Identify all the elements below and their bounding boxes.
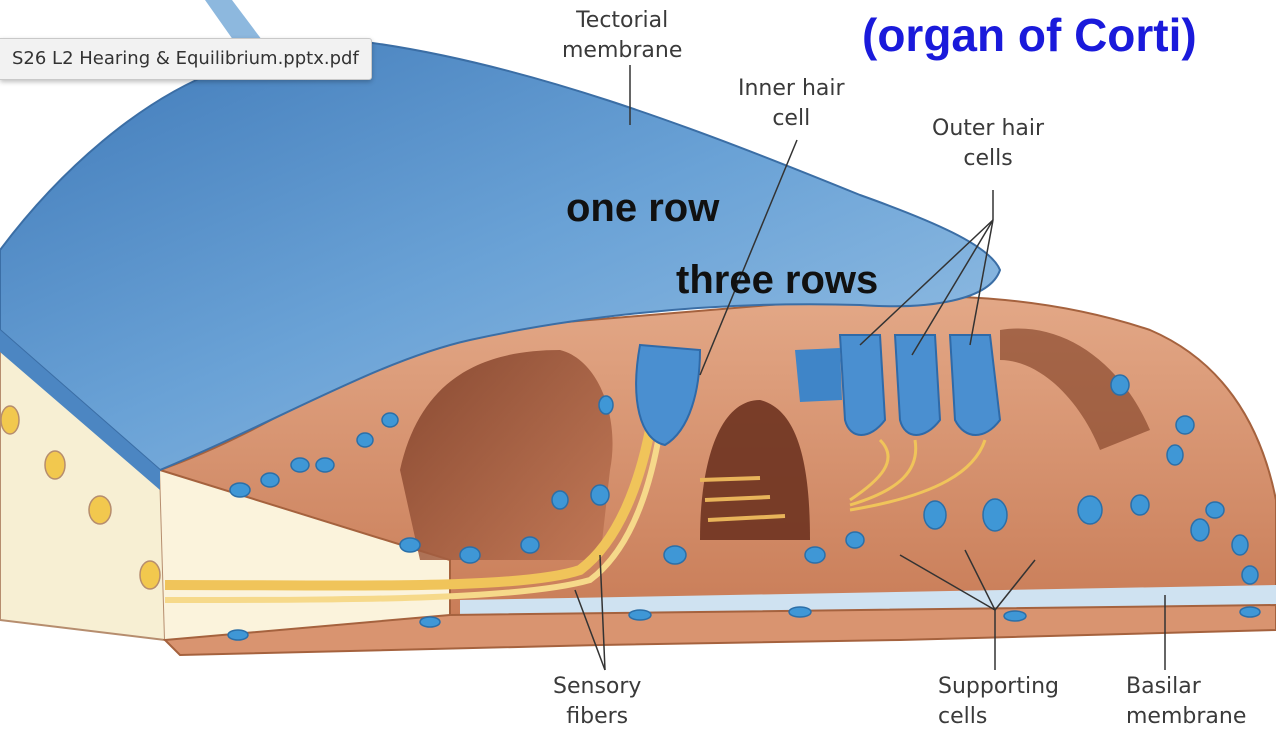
sensory-fiber-bundle [164, 429, 655, 591]
label-line: Sensory [553, 674, 642, 699]
outer-hair-cell-1 [838, 334, 887, 436]
outer-hair-cell-2 [893, 334, 942, 436]
label-line: membrane [562, 38, 683, 63]
label-line: Supporting [938, 674, 1059, 699]
outer-cavity [1000, 328, 1150, 450]
tunnel-fiber [699, 476, 761, 482]
page-heading: (organ of Corti) [862, 9, 1197, 61]
nuclei [227, 374, 1261, 641]
tunnel-fiber [707, 514, 786, 522]
leader-lines [574, 65, 1166, 671]
label-line: fibers [566, 704, 629, 729]
label-line: cells [963, 146, 1013, 171]
sensory-fiber-bundle-2 [164, 429, 663, 603]
outer-hair-cells-label: Outer hair cells [932, 114, 1044, 174]
tunnel-cavity [700, 400, 810, 540]
sensory-fibers-label: Sensory fibers [553, 672, 641, 732]
label-line: Inner hair [738, 76, 845, 101]
inner-hair-cell [635, 343, 702, 447]
bottom-layer [162, 603, 1276, 657]
bone-pores [0, 405, 161, 590]
tectorial-edge [0, 330, 160, 490]
inner-hair-cell-label: Inner hair cell [738, 74, 845, 134]
label-line: cell [772, 106, 811, 131]
supporting-cells-label: Supporting cells [938, 672, 1059, 732]
outer-hair-cell-3 [948, 334, 1002, 436]
outer-hair-cell-block [795, 348, 842, 402]
document-title-tab[interactable]: S26 L2 Hearing & Equilibrium.pptx.pdf [0, 38, 372, 80]
outer-fiber [849, 439, 987, 512]
upper-vessel [205, 0, 262, 44]
label-line: Basilar [1126, 674, 1201, 699]
outer-row-annotation: three rows [676, 258, 879, 302]
label-line: Outer hair [932, 116, 1045, 141]
tunnel-fiber [704, 495, 771, 502]
basilar-membrane-strip [460, 585, 1276, 618]
label-line: Tectorial [576, 8, 669, 33]
outer-fiber [849, 439, 918, 507]
label-line: membrane [1126, 704, 1247, 729]
inner-row-annotation: one row [566, 186, 720, 230]
basilar-membrane-label: Basilar membrane [1126, 672, 1246, 732]
label-line: cells [938, 704, 988, 729]
tectorial-membrane-label: Tectorial membrane [562, 6, 682, 66]
outer-fiber [849, 438, 890, 502]
